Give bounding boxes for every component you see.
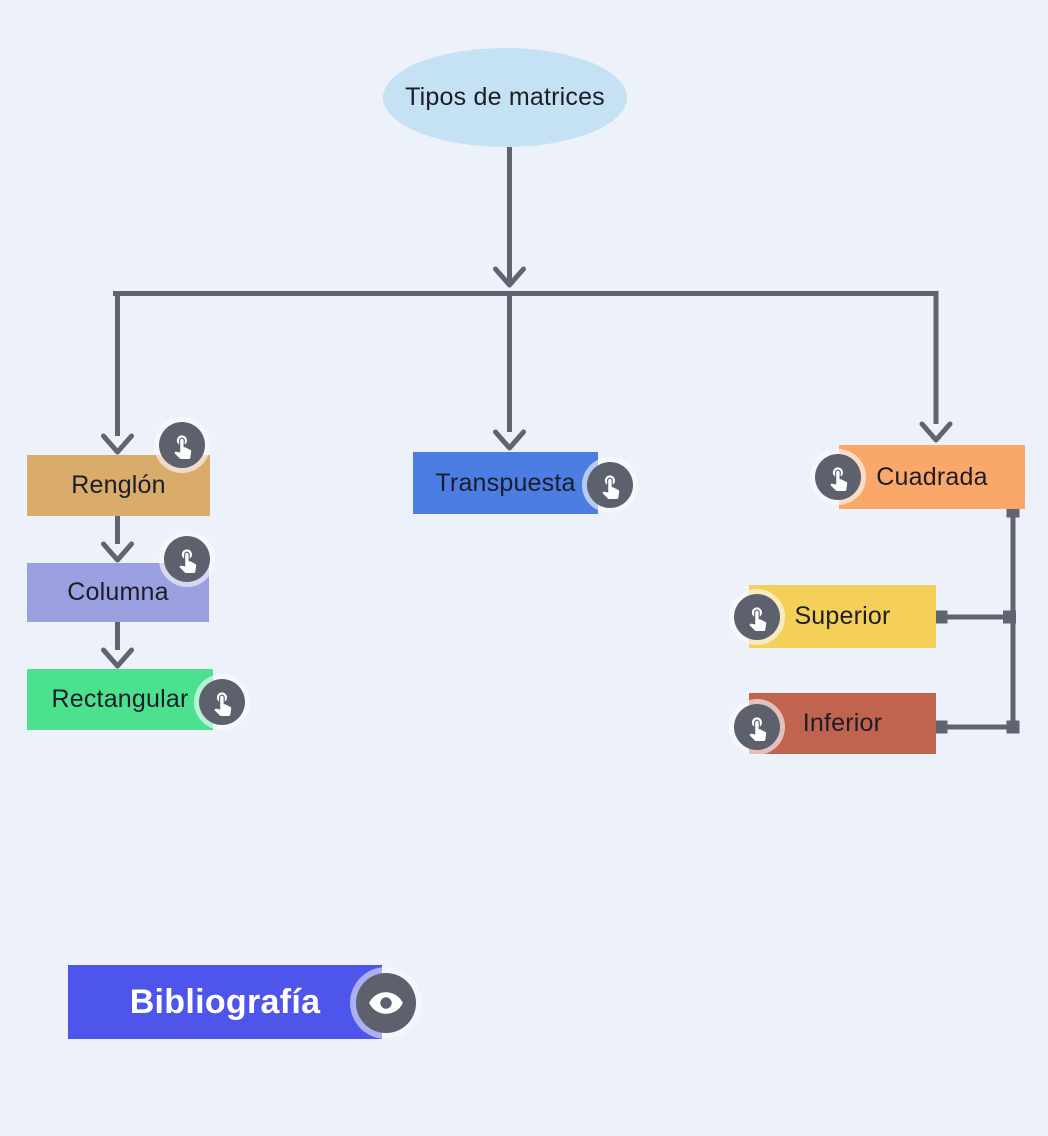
tap-icon (178, 548, 196, 573)
arrowhead-columna (101, 541, 134, 563)
arrowhead-transpuesta (493, 429, 526, 451)
node-rectangular-label: Rectangular (51, 685, 189, 713)
node-inferior-label: Inferior (802, 709, 883, 737)
tap-icon-rectangular[interactable] (199, 679, 245, 725)
arrowhead-stem (493, 266, 526, 288)
tap-icon-cuadrada[interactable] (815, 454, 861, 500)
arrowhead-rectangular (101, 647, 134, 669)
tap-icon-columna[interactable] (164, 536, 210, 582)
node-renglon-label: Renglón (71, 471, 166, 499)
eye-icon (369, 992, 403, 1014)
tap-icon-transpuesta[interactable] (587, 462, 633, 508)
tap-icon (748, 606, 766, 631)
tap-icon (829, 466, 847, 491)
tap-icon-superior[interactable] (734, 594, 780, 640)
node-tipos-de-matrices-label: Tipos de matrices (405, 83, 605, 111)
node-tipos-de-matrices: Tipos de matrices (383, 48, 627, 147)
bibliography-button[interactable]: Bibliografía (68, 965, 382, 1039)
connector-node-superior-edge (934, 610, 948, 624)
node-cuadrada-label: Cuadrada (876, 462, 988, 491)
node-transpuesta[interactable]: Transpuesta (413, 452, 598, 514)
node-superior[interactable]: Superior (749, 585, 936, 648)
tap-icon-inferior[interactable] (734, 704, 780, 750)
bibliography-label: Bibliografía (129, 982, 321, 1021)
connector-node-superior-junction (1003, 610, 1016, 624)
tap-icon (213, 691, 231, 716)
node-transpuesta-label: Transpuesta (435, 468, 576, 497)
tap-icon (748, 716, 766, 741)
tap-icon (173, 434, 191, 459)
node-inferior[interactable]: Inferior (749, 693, 936, 754)
tap-icon-renglon[interactable] (159, 422, 205, 468)
node-superior-label: Superior (794, 602, 891, 630)
arrowhead-renglon (101, 433, 134, 455)
node-cuadrada[interactable]: Cuadrada (839, 445, 1025, 509)
tap-icon (601, 474, 619, 499)
node-rectangular[interactable]: Rectangular (27, 669, 213, 730)
connector-node-inferior-edge (934, 720, 948, 734)
node-columna-label: Columna (67, 578, 169, 606)
connector-node-inferior-end (1006, 720, 1020, 734)
arrowhead-cuadrada (919, 421, 953, 443)
eye-icon-bibliografia[interactable] (356, 973, 416, 1033)
